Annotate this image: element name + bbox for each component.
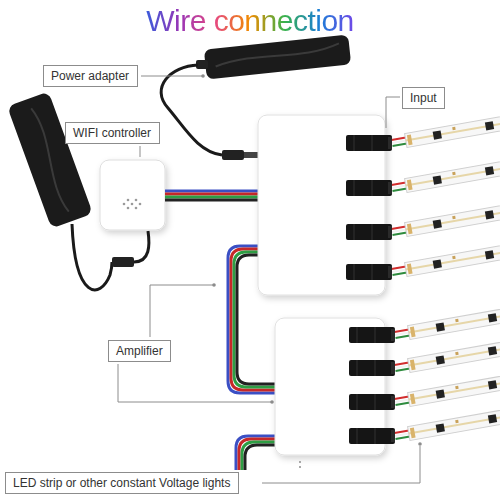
callout-label: Amplifier [116,344,163,358]
power-adapter [204,34,351,79]
sm-connector [346,264,392,280]
callout-label: WIFI controller [73,126,152,140]
power-cable [161,65,222,155]
sm-connector [349,394,395,410]
controller-cable [134,231,149,262]
callout-box: Amplifier [108,340,171,362]
power-cable [72,224,112,290]
led-strip [394,302,500,342]
sm-connector [349,360,395,376]
controller-dots [123,199,142,210]
led-strip [391,110,500,150]
dc-plug [222,150,244,160]
leader-lines [118,76,420,483]
title-block: Wire connection [0,3,500,39]
sm-connector [349,327,395,343]
dc-plug-tip [244,152,258,158]
callout-label: LED strip or other constant Voltage ligh… [13,476,231,490]
power-adapter [7,91,93,228]
dc-plug [112,257,134,267]
led-strip [394,335,500,375]
callout-box: LED strip or other constant Voltage ligh… [5,472,239,494]
wifi-controller [100,160,165,230]
rgb-ribbon [165,191,258,200]
sm-connector [349,428,395,444]
callout-label: Power adapter [51,69,130,83]
callout-box: Power adapter [43,65,138,87]
led-strip [394,369,500,409]
leader-dots [201,74,422,468]
rgb-ribbon [236,436,275,470]
callout-label: Input [410,91,437,105]
sm-connector [346,224,392,240]
sm-connector [346,135,392,151]
led-strip [391,155,500,195]
callout-box: Input [402,87,445,109]
led-strip [391,239,500,279]
callout-box: WIFI controller [65,122,160,144]
sm-connector [346,180,392,196]
led-strip [394,403,500,443]
led-strip [391,199,500,239]
title: Wire connection [146,3,354,39]
